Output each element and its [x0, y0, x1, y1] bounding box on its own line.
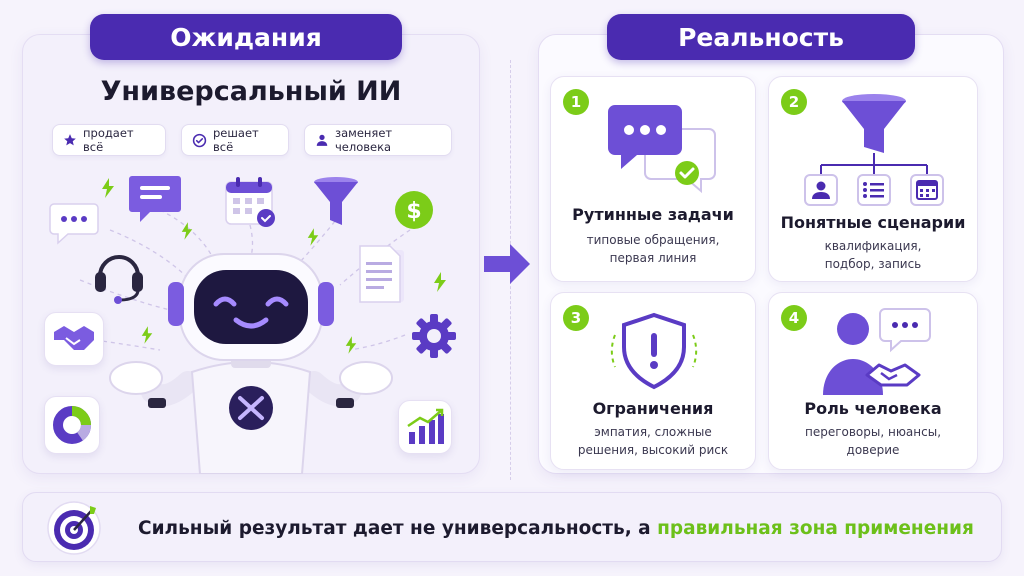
reality-card-routine: 1 Рутинные задачи типовые обращения, пер… [550, 76, 756, 282]
reality-card-scenarios: 2 Понятные сценарии квалификация, подбор… [768, 76, 978, 282]
bolt-icon [307, 228, 319, 246]
conclusion-bar [22, 492, 1002, 562]
card-desc-line: решения, высокий риск [577, 443, 729, 457]
user-icon [316, 134, 328, 146]
conclusion-main: Сильный результат дает не универсальност… [138, 518, 658, 539]
card-description: переговоры, нюансы, доверие [769, 423, 977, 459]
funnel-icon [314, 177, 358, 225]
card-description: эмпатия, сложные решения, высокий риск [551, 423, 755, 459]
bolt-icon [181, 222, 193, 240]
card-description: квалификация, подбор, запись [769, 237, 977, 273]
chip-replaces-human: заменяет человека [304, 124, 452, 156]
expectations-title: Универсальный ИИ [100, 76, 402, 107]
robot-illustration [109, 253, 393, 474]
document-icon [359, 245, 404, 303]
chat-bubbles-icon [608, 105, 716, 194]
card-title: Понятные сценарии [780, 213, 966, 232]
card-desc-line: эмпатия, сложные [594, 425, 712, 439]
bolt-icon [102, 178, 114, 198]
card-number: 3 [563, 305, 589, 331]
chip-label: заменяет человека [335, 126, 393, 154]
dollar-icon: $ [395, 191, 433, 229]
chip-label: решает всё [213, 126, 259, 154]
card-number: 1 [563, 89, 589, 115]
card-desc-line: подбор, запись [824, 257, 922, 271]
headset-icon [95, 255, 143, 304]
reality-card-limits: 3 Ограничения эмпатия, сложные решения, … [550, 292, 756, 470]
card-desc-line: квалификация, [824, 239, 922, 253]
card-desc-line: типовые обращения, [586, 233, 720, 247]
chip-label: продает всё [83, 126, 134, 154]
card-desc-line: первая линия [609, 251, 697, 265]
growth-chart-icon [407, 408, 444, 444]
chip-solves-all: решает всё [181, 124, 289, 156]
card-title: Роль человека [804, 399, 942, 418]
chat-dots-icon [49, 203, 99, 245]
expectations-header: Ожидания [90, 14, 402, 60]
card-number: 2 [781, 89, 807, 115]
chip-sells-all: продает всё [52, 124, 166, 156]
bolt-icon [141, 326, 153, 344]
bolt-icon [434, 272, 446, 292]
calendar-icon [225, 177, 275, 227]
check-circle-icon [192, 133, 207, 147]
handshake-tile [44, 312, 104, 366]
card-number: 4 [781, 305, 807, 331]
card-description: типовые обращения, первая линия [551, 231, 755, 267]
handshake-icon [54, 326, 94, 350]
card-title: Рутинные задачи [572, 205, 734, 224]
conclusion-text: Сильный результат дает не универсальност… [138, 518, 998, 539]
message-icon [129, 176, 181, 222]
card-desc-line: доверие [846, 443, 900, 457]
conclusion-highlight: правильная зона применения [657, 518, 974, 539]
target-icon [47, 501, 101, 555]
person-handshake-icon [823, 308, 931, 395]
card-desc-line: переговоры, нюансы, [804, 425, 942, 439]
gear-icon [412, 314, 456, 358]
star-icon [64, 134, 76, 146]
reality-header: Реальность [607, 14, 915, 60]
svg-text:$: $ [406, 199, 421, 224]
warning-shield-icon [610, 312, 698, 390]
donut-chart-icon [53, 406, 92, 444]
donut-tile [44, 396, 100, 454]
funnel-flow-icon [804, 94, 944, 206]
arrow-right-icon [484, 244, 530, 284]
growth-chart-tile [398, 400, 452, 454]
card-title: Ограничения [592, 399, 714, 418]
reality-card-human-role: 4 Роль человека переговоры, нюансы, дове… [768, 292, 978, 470]
bolt-icon [345, 336, 357, 354]
